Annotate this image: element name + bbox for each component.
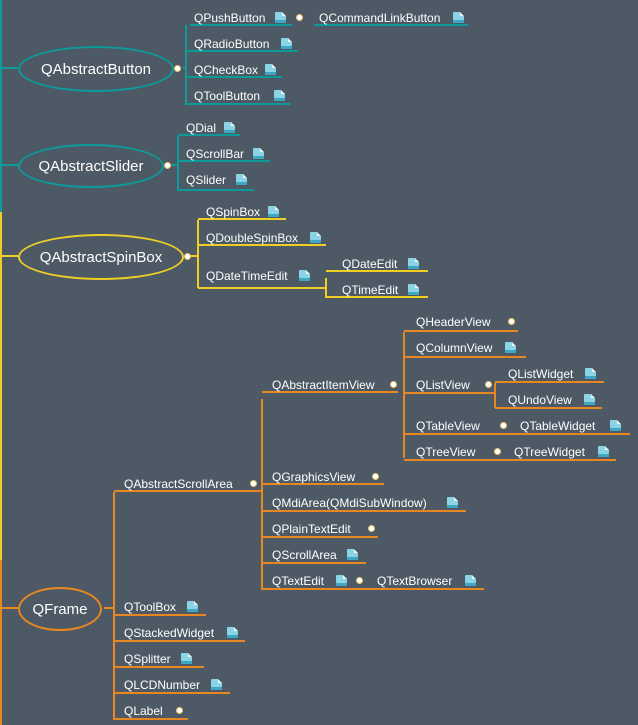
node-qabstractitemview[interactable]: QAbstractItemView xyxy=(272,378,375,392)
node-qdatetimeedit[interactable]: QDateTimeEdit xyxy=(206,269,288,283)
document-icon xyxy=(585,368,596,379)
document-icon xyxy=(275,12,286,23)
node-qabstractscrollarea[interactable]: QAbstractScrollArea xyxy=(124,477,233,491)
node-qcolumnview[interactable]: QColumnView xyxy=(416,341,493,355)
document-icon xyxy=(336,575,347,586)
node-qtimeedit[interactable]: QTimeEdit xyxy=(342,283,399,297)
node-qgraphicsview[interactable]: QGraphicsView xyxy=(272,470,356,484)
document-icon xyxy=(227,627,238,638)
document-icon xyxy=(453,12,464,23)
dot-icon[interactable] xyxy=(500,422,507,429)
node-qtableview[interactable]: QTableView xyxy=(416,419,480,433)
document-icon xyxy=(408,284,419,295)
document-icon xyxy=(181,653,192,664)
dot-icon[interactable] xyxy=(176,707,183,714)
node-qlcdnumber[interactable]: QLCDNumber xyxy=(124,678,201,692)
node-qtoolbox[interactable]: QToolBox xyxy=(124,600,177,614)
node-qcommandlinkbutton[interactable]: QCommandLinkButton xyxy=(319,11,441,25)
dot-icon[interactable] xyxy=(485,381,492,388)
node-qradiobutton[interactable]: QRadioButton xyxy=(194,37,270,51)
dot-icon[interactable] xyxy=(390,381,397,388)
node-qheaderview[interactable]: QHeaderView xyxy=(416,315,491,329)
dot-icon[interactable] xyxy=(250,480,257,487)
hub-qabstractbutton[interactable]: QAbstractButton xyxy=(18,46,174,92)
node-qdial[interactable]: QDial xyxy=(186,121,217,135)
node-qscrollarea[interactable]: QScrollArea xyxy=(272,548,337,562)
document-icon xyxy=(584,394,595,405)
dot-icon[interactable] xyxy=(508,318,515,325)
node-qslider[interactable]: QSlider xyxy=(186,173,227,187)
document-icon xyxy=(505,342,516,353)
document-icon xyxy=(408,258,419,269)
node-qtreewidget[interactable]: QTreeWidget xyxy=(514,445,585,459)
node-qtoolbutton[interactable]: QToolButton xyxy=(194,89,261,103)
document-icon xyxy=(211,679,222,690)
node-qspinbox[interactable]: QSpinBox xyxy=(206,205,261,219)
document-icon xyxy=(281,38,292,49)
dot-icon[interactable] xyxy=(372,473,379,480)
dot-icon[interactable] xyxy=(494,448,501,455)
dot-icon[interactable] xyxy=(174,65,181,72)
hub-qabstractslider[interactable]: QAbstractSlider xyxy=(18,144,164,188)
document-icon xyxy=(610,420,621,431)
dot-icon[interactable] xyxy=(368,525,375,532)
dot-icon[interactable] xyxy=(296,14,303,21)
hub-label: QAbstractSlider xyxy=(38,157,144,175)
document-icon xyxy=(187,601,198,612)
node-qplaintextedit[interactable]: QPlainTextEdit xyxy=(272,522,351,536)
document-icon xyxy=(265,64,276,75)
document-icon xyxy=(465,575,476,586)
node-qcheckbox[interactable]: QCheckBox xyxy=(194,63,259,77)
document-icon xyxy=(253,148,264,159)
dot-icon[interactable] xyxy=(356,577,363,584)
dot-icon[interactable] xyxy=(164,162,171,169)
hub-qframe[interactable]: QFrame xyxy=(18,587,102,631)
node-qscrollbar[interactable]: QScrollBar xyxy=(186,147,245,161)
node-qlabel[interactable]: QLabel xyxy=(124,704,163,718)
dot-icon[interactable] xyxy=(184,253,191,260)
hub-label: QAbstractButton xyxy=(40,60,152,78)
node-qlistwidget[interactable]: QListWidget xyxy=(508,367,574,381)
node-qundoview[interactable]: QUndoView xyxy=(508,393,572,407)
document-icon xyxy=(598,446,609,457)
document-icon xyxy=(310,232,321,243)
node-qmdiarea[interactable]: QMdiArea(QMdiSubWindow) xyxy=(272,496,427,510)
node-qtablewidget[interactable]: QTableWidget xyxy=(520,419,596,433)
document-icon xyxy=(447,497,458,508)
node-qdateedit[interactable]: QDateEdit xyxy=(342,257,398,271)
hub-label: QFrame xyxy=(32,600,88,618)
document-icon xyxy=(274,90,285,101)
node-qtextbrowser[interactable]: QTextBrowser xyxy=(377,574,453,588)
node-qpushbutton[interactable]: QPushButton xyxy=(194,11,266,25)
node-qdoublespinbox[interactable]: QDoubleSpinBox xyxy=(206,231,299,245)
document-icon xyxy=(268,206,279,217)
hub-qabstractspinbox[interactable]: QAbstractSpinBox xyxy=(18,234,184,280)
node-qtextedit[interactable]: QTextEdit xyxy=(272,574,325,588)
document-icon xyxy=(236,174,247,185)
node-qsplitter[interactable]: QSplitter xyxy=(124,652,171,666)
document-icon xyxy=(299,270,310,281)
document-icon xyxy=(224,122,235,133)
node-qlistview[interactable]: QListView xyxy=(416,378,470,392)
hub-label: QAbstractSpinBox xyxy=(39,248,163,266)
document-icon xyxy=(347,549,358,560)
node-qtreeview[interactable]: QTreeView xyxy=(416,445,476,459)
node-qstackedwidget[interactable]: QStackedWidget xyxy=(124,626,215,640)
